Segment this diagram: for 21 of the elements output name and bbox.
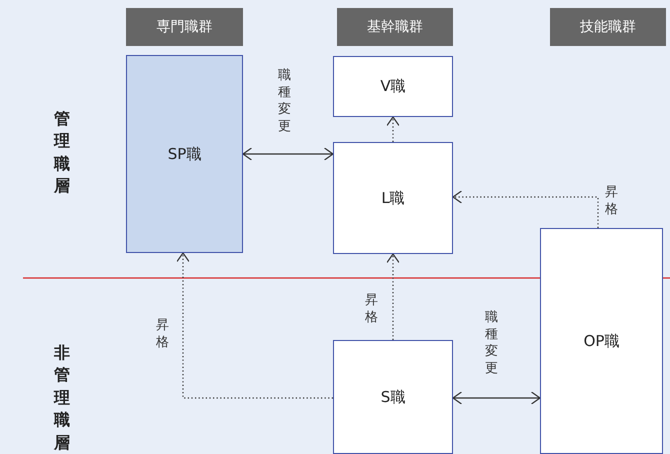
edge-label: 職種変更 (277, 68, 292, 136)
job-box: S職 (333, 340, 453, 454)
arrow (386, 253, 400, 340)
arrow (386, 116, 400, 142)
job-box: SP職 (126, 55, 243, 253)
job-box: V職 (333, 56, 453, 117)
group-header: 専門職群 (126, 8, 243, 46)
edge-label: 職種変更 (484, 310, 499, 378)
arrow (176, 252, 333, 399)
arrow (452, 190, 599, 228)
job-box: OP職 (540, 228, 663, 454)
arrow (452, 391, 541, 405)
job-box: L職 (333, 142, 453, 254)
edge-label: 昇格 (155, 318, 170, 352)
edge-label: 昇格 (604, 185, 619, 219)
edge-label: 昇格 (364, 293, 379, 327)
arrow (242, 147, 334, 161)
group-header: 基幹職群 (337, 8, 453, 46)
group-header: 技能職群 (550, 8, 666, 46)
tier-label: 非管理職層 (53, 342, 71, 454)
tier-label: 管理職層 (53, 108, 71, 198)
